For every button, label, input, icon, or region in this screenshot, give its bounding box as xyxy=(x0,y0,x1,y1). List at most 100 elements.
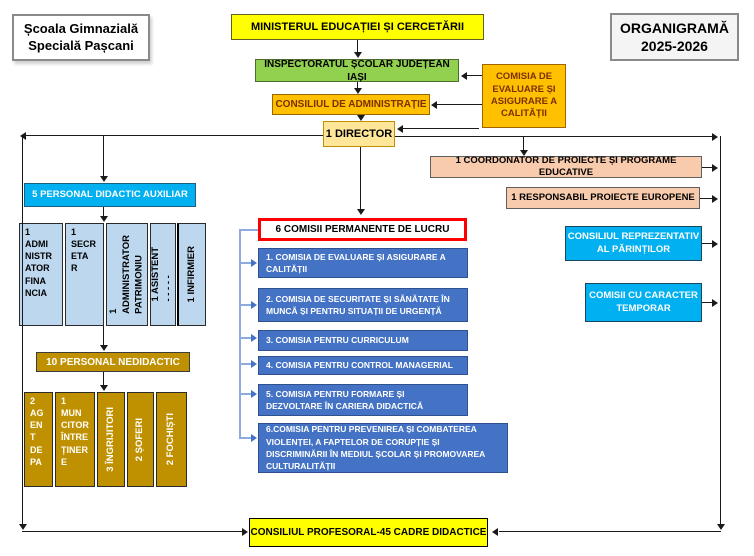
inspectorate-box: INSPECTORATUL ȘCOLAR JUDEȚEAN IAȘI xyxy=(255,58,459,83)
arrowhead xyxy=(356,209,365,215)
connector-director-left-arm xyxy=(26,135,323,136)
connector-director-committees xyxy=(360,147,361,210)
parents-council-label: CONSILIUL REPREZENTATIV AL PĂRINȚILOR xyxy=(567,231,700,255)
ned-cell-ingrijitori: 3 ÎNGRIJITORI xyxy=(97,392,125,487)
committee-item-1: 1. COMISIA DE EVALUARE ȘI ASIGURARE A CA… xyxy=(258,248,468,278)
connector-left-professors-council xyxy=(22,531,243,532)
arrowhead xyxy=(251,360,257,368)
arrowhead xyxy=(712,132,718,141)
connector-temporary-rail xyxy=(702,302,712,303)
bracket-branch-6 xyxy=(239,437,252,439)
organigram-years: 2025-2026 xyxy=(641,38,708,54)
connector-drop-coordinator xyxy=(523,136,524,151)
aux-cell-secretar: 1 SECR ETA R xyxy=(65,223,104,326)
connector-inspectorate-council xyxy=(357,82,358,90)
professors-council-box: CONSILIUL PROFESORAL-45 CADRE DIDACTICE xyxy=(249,518,488,547)
bracket-branch-3 xyxy=(239,337,252,339)
coordinator-box: 1 COORDONATOR DE PROIECTE ȘI PROGRAME ED… xyxy=(430,154,702,178)
arrowhead xyxy=(251,334,257,342)
temporary-committees-box: COMISII CU CARACTER TEMPORAR xyxy=(585,283,702,322)
connector-director-right-arm xyxy=(395,136,714,137)
bracket-branch-1 xyxy=(239,262,252,264)
arrowhead xyxy=(431,100,437,109)
aux-cell-asistent: 1 ASISTENT - - - - - xyxy=(150,223,176,326)
ministry-label: MINISTERUL EDUCAȚIEI ȘI CERCETĂRII xyxy=(250,20,465,33)
permanent-committees-header: 6 COMISII PERMANENTE DE LUCRU xyxy=(258,218,467,241)
bracket-branch-2 xyxy=(239,304,252,306)
eu-projects-box: 1 RESPONSABIL PROIECTE EUROPENE xyxy=(506,187,700,209)
inspectorate-label: INSPECTORATUL ȘCOLAR JUDEȚEAN IAȘI xyxy=(264,58,450,83)
temporary-committees-label: COMISII CU CARACTER TEMPORAR xyxy=(589,290,698,314)
arrowhead xyxy=(717,524,725,530)
connector-nondidactic-table xyxy=(103,372,104,386)
arrowhead xyxy=(712,239,718,248)
ned-cell-soferi: 2 ȘOFERI xyxy=(127,392,154,487)
parents-council-box: CONSILIUL REPREZENTATIV AL PĂRINȚILOR xyxy=(565,226,702,261)
connector-ceac-council xyxy=(437,104,482,105)
arrowhead xyxy=(251,434,257,442)
quality-committee-box: COMISIA DE EVALUARE ȘI ASIGURARE A CALIT… xyxy=(482,64,566,128)
eu-projects-label: 1 RESPONSABIL PROIECTE EUROPENE xyxy=(511,191,695,203)
right-rail xyxy=(720,136,721,526)
bracket-rail xyxy=(239,229,241,438)
organigram-title: ORGANIGRAMĂ xyxy=(620,19,729,36)
connector-ceac-director xyxy=(403,128,479,129)
connector-drop-auxiliary xyxy=(103,136,104,176)
ned-cell-agent-paza: 2 AG EN T DE PA xyxy=(24,392,53,487)
aux-cell-infirmier: 1 INFIRMIER xyxy=(177,223,206,326)
admin-council-label: CONSILIUL DE ADMINISTRAȚIE xyxy=(275,99,427,110)
admin-council-box: CONSILIUL DE ADMINISTRAȚIE xyxy=(272,94,430,115)
arrowhead xyxy=(251,259,257,267)
aux-cell-administrator-patrimoniu: 1 ADMINISTRATOR PATRIMONIU xyxy=(106,223,148,326)
arrowhead xyxy=(99,176,108,182)
arrowhead xyxy=(461,71,467,80)
connector-right-professors-council xyxy=(499,531,721,532)
ministry-box: MINISTERUL EDUCAȚIEI ȘI CERCETĂRII xyxy=(231,14,484,40)
connector-parents-rail xyxy=(702,243,712,244)
didactic-auxiliary-header: 5 PERSONAL DIDACTIC AUXILIAR xyxy=(24,183,196,207)
arrowhead xyxy=(99,216,108,222)
arrowhead xyxy=(242,527,248,536)
arrowhead xyxy=(492,527,498,536)
committee-item-6: 6.COMISIA PENTRU PREVENIREA ȘI COMBATERE… xyxy=(258,423,508,473)
committee-item-5: 5. COMISIA PENTRU FORMARE ȘI DEZVOLTARE … xyxy=(258,384,468,416)
arrowhead xyxy=(251,390,257,398)
arrowhead xyxy=(712,298,718,307)
quality-committee-label: COMISIA DE EVALUARE ȘI ASIGURARE A CALIT… xyxy=(490,71,558,120)
director-label: 1 DIRECTOR xyxy=(325,127,393,140)
arrowhead xyxy=(519,150,528,156)
bracket-branch-4 xyxy=(239,363,252,365)
non-didactic-label: 10 PERSONAL NEDIDACTIC xyxy=(46,356,180,368)
connector-euprojects-rail xyxy=(700,198,712,199)
arrowhead xyxy=(251,301,257,309)
non-didactic-header: 10 PERSONAL NEDIDACTIC xyxy=(36,352,190,372)
bracket-branch-5 xyxy=(239,393,252,395)
ned-cell-fochisti: 2 FOCHIȘTI xyxy=(156,392,187,487)
connector-coordinator-rail xyxy=(702,167,712,168)
arrowhead xyxy=(353,88,362,94)
arrowhead xyxy=(19,524,27,530)
arrowhead xyxy=(99,345,108,351)
arrowhead xyxy=(99,385,108,391)
connector-ministry-inspectorate xyxy=(357,40,358,54)
connector-ceac-inspectorate xyxy=(467,75,482,76)
committee-item-2: 2. COMISIA DE SECURITATE ȘI SĂNĂTATE ÎN … xyxy=(258,288,468,322)
coordinator-label: 1 COORDONATOR DE PROIECTE ȘI PROGRAME ED… xyxy=(455,154,677,178)
arrowhead xyxy=(353,52,362,58)
director-box: 1 DIRECTOR xyxy=(323,121,395,147)
ned-cell-muncitor-intretinere: 1 MUN CITOR ÎNTRE ȚINER E xyxy=(55,392,95,487)
didactic-auxiliary-label: 5 PERSONAL DIDACTIC AUXILIAR xyxy=(32,188,188,200)
committee-item-4: 4. COMISIA PENTRU CONTROL MANAGERIAL xyxy=(258,356,468,375)
bracket-top xyxy=(239,229,258,231)
school-name-line1: Școala Gimnazială xyxy=(23,20,139,36)
arrowhead xyxy=(20,131,26,140)
arrowhead xyxy=(712,163,718,172)
connector-auxheader-table xyxy=(103,207,104,216)
school-name-line2: Specială Pașcani xyxy=(28,37,134,53)
left-rail xyxy=(22,136,23,526)
permanent-committees-label: 6 COMISII PERMANENTE DE LUCRU xyxy=(275,224,450,235)
arrowhead xyxy=(712,194,718,203)
professors-council-label: CONSILIUL PROFESORAL-45 CADRE DIDACTICE xyxy=(250,527,487,538)
arrowhead xyxy=(356,115,365,121)
